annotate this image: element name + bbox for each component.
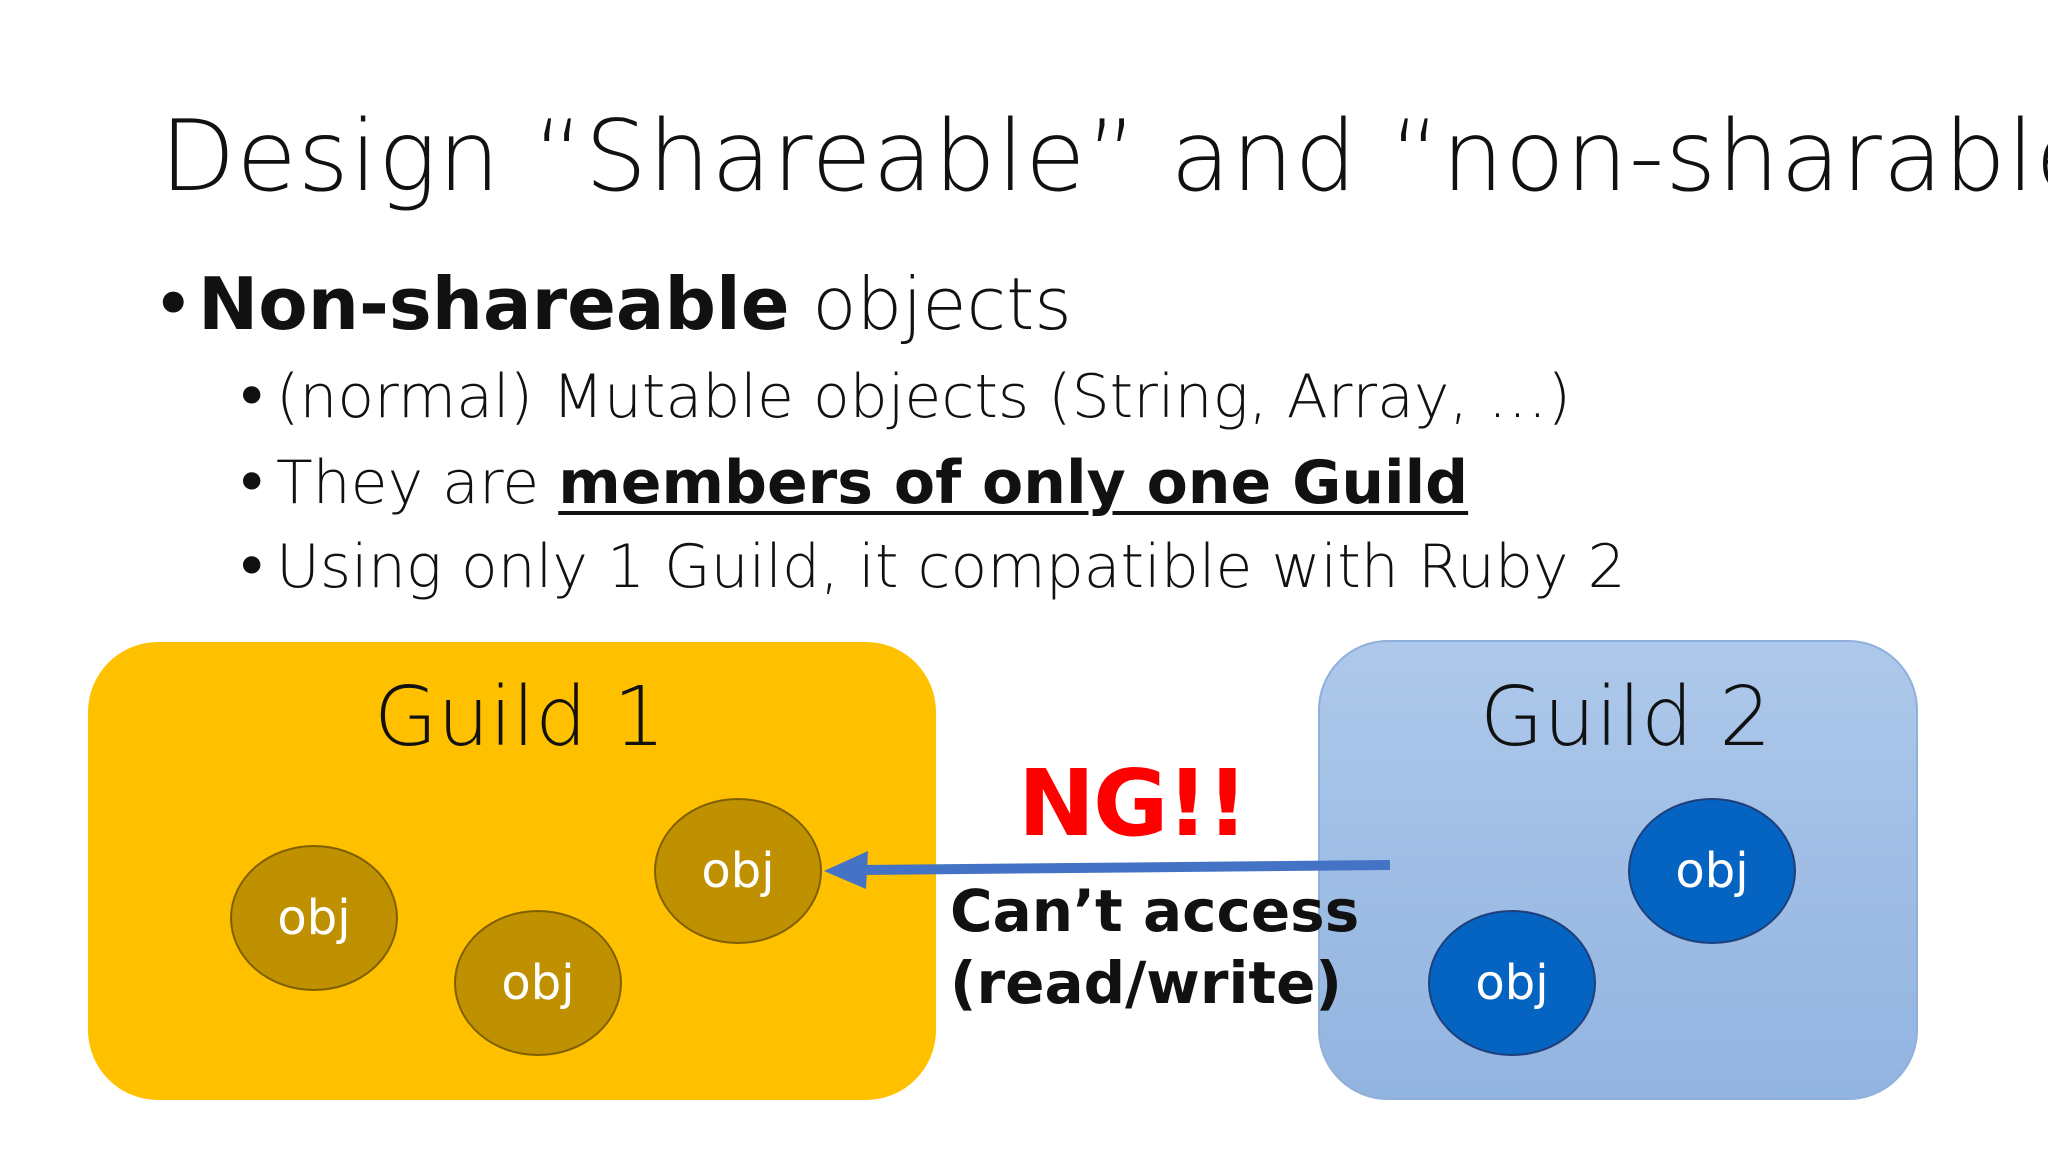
guild1-target-object: obj bbox=[654, 798, 822, 944]
guild1-object: obj bbox=[230, 845, 398, 991]
bullet-rest-text: objects bbox=[789, 262, 1072, 346]
sub-bullet-members: •They are members of only one Guild bbox=[234, 448, 1468, 518]
bullet-dot: • bbox=[234, 362, 270, 432]
ng-label: NG!! bbox=[1018, 750, 1248, 857]
guild2-object: obj bbox=[1628, 798, 1796, 944]
guild1-object: obj bbox=[454, 910, 622, 1056]
slide-title: Design “Shareable” and “non-sharable” bbox=[160, 100, 2048, 214]
sub-bullet-text: (normal) Mutable objects (String, Array,… bbox=[276, 362, 1571, 432]
guild2-box bbox=[1318, 640, 1918, 1100]
arrow-shaft bbox=[859, 860, 1391, 875]
sub-bullet-text: Using only 1 Guild, it compatible with R… bbox=[276, 532, 1626, 602]
bullet-strong-text: Non-shareable bbox=[198, 262, 790, 346]
sub-bullet-mutable: •(normal) Mutable objects (String, Array… bbox=[234, 362, 1571, 432]
bullet-dot: • bbox=[234, 532, 270, 602]
bullet-dot: • bbox=[234, 448, 270, 518]
sub-bullet-prefix: They are bbox=[276, 448, 559, 518]
access-caption: Can’t access (read/write) bbox=[950, 875, 1359, 1019]
bullet-dot: • bbox=[152, 262, 195, 346]
sub-bullet-ruby2: •Using only 1 Guild, it compatible with … bbox=[234, 532, 1626, 602]
access-caption-line2: (read/write) bbox=[950, 949, 1342, 1017]
guild2-label: Guild 2 bbox=[1480, 670, 1772, 765]
bullet-non-shareable: •Non-shareable objects bbox=[152, 262, 1072, 346]
guild2-object: obj bbox=[1428, 910, 1596, 1056]
guild1-label: Guild 1 bbox=[374, 670, 666, 765]
access-caption-line1: Can’t access bbox=[950, 877, 1360, 945]
sub-bullet-emphasis: members of only one Guild bbox=[558, 448, 1469, 518]
